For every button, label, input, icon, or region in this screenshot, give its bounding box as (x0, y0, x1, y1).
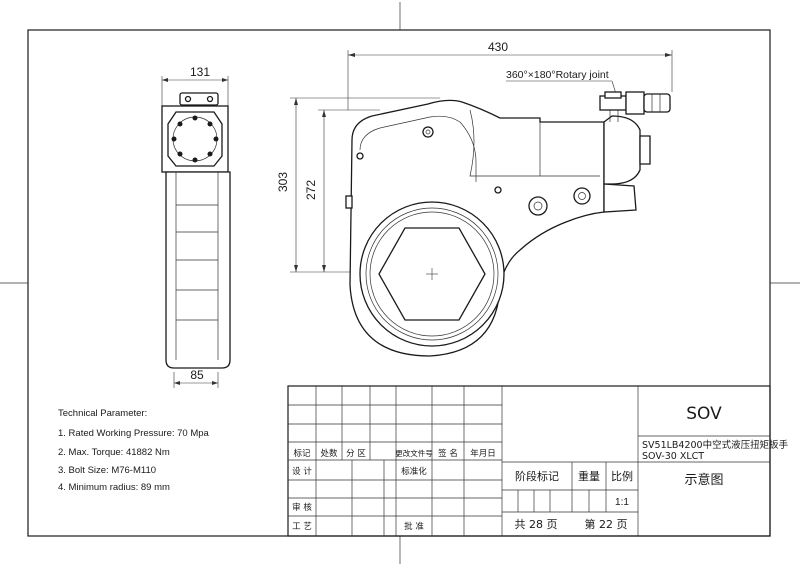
rev-label-0: 标记 (293, 448, 311, 459)
dim-total-width: 430 (488, 40, 508, 54)
stage-mark: 阶段标记 (515, 469, 559, 483)
weight-label: 重量 (578, 469, 600, 483)
rev-label-2: 分 区 (346, 449, 366, 459)
tech-item: 1. Rated Working Pressure: 70 Mpa (58, 428, 210, 439)
tech-title: Technical Parameter: (58, 408, 147, 419)
model-en: SOV-30 XLCT (642, 451, 704, 462)
scale-value: 1:1 (615, 497, 629, 508)
dim-height-303: 303 (276, 172, 290, 192)
dim-height-272: 272 (304, 180, 318, 200)
drawing-name: 示意图 (684, 472, 723, 488)
process-label: 工 艺 (292, 522, 312, 532)
tech-item: 3. Bolt Size: M76-M110 (58, 465, 156, 476)
tech-item: 4. Minimum radius: 89 mm (58, 482, 170, 493)
scale-label: 比例 (611, 469, 633, 483)
title-block (287, 385, 771, 537)
design-label: 设 计 (292, 466, 312, 477)
dim-side-bottom: 85 (190, 368, 204, 382)
total-pages: 共 28 页 (515, 518, 558, 531)
rev-label-5: 年月日 (470, 448, 496, 459)
rev-label-1: 处数 (320, 448, 338, 459)
tech-item: 2. Max. Torque: 41882 Nm (58, 447, 170, 458)
company-name: SOV (686, 404, 722, 424)
side-view: 131 85 (161, 65, 231, 388)
front-view: 430 360°×180°Rotary joint 303 272 (276, 40, 673, 357)
approve-label: 批 准 (404, 521, 424, 532)
review-label: 审 核 (292, 502, 312, 513)
tech-parameters: Technical Parameter: 1. Rated Working Pr… (58, 408, 210, 493)
model-cn: SV51LB4200中空式液压扭矩扳手 (642, 439, 789, 451)
rotary-joint-label: 360°×180°Rotary joint (506, 69, 609, 81)
standard-label: 标准化 (401, 466, 427, 477)
rev-label-4: 签 名 (438, 448, 458, 459)
dim-side-width: 131 (190, 65, 210, 79)
rev-label-3: 更改文件号 (395, 448, 433, 458)
title-block-texts: SOV SV51LB4200中空式液压扭矩扳手 SOV-30 XLCT 示意图 … (292, 404, 788, 532)
page-number: 第 22 页 (585, 517, 628, 531)
